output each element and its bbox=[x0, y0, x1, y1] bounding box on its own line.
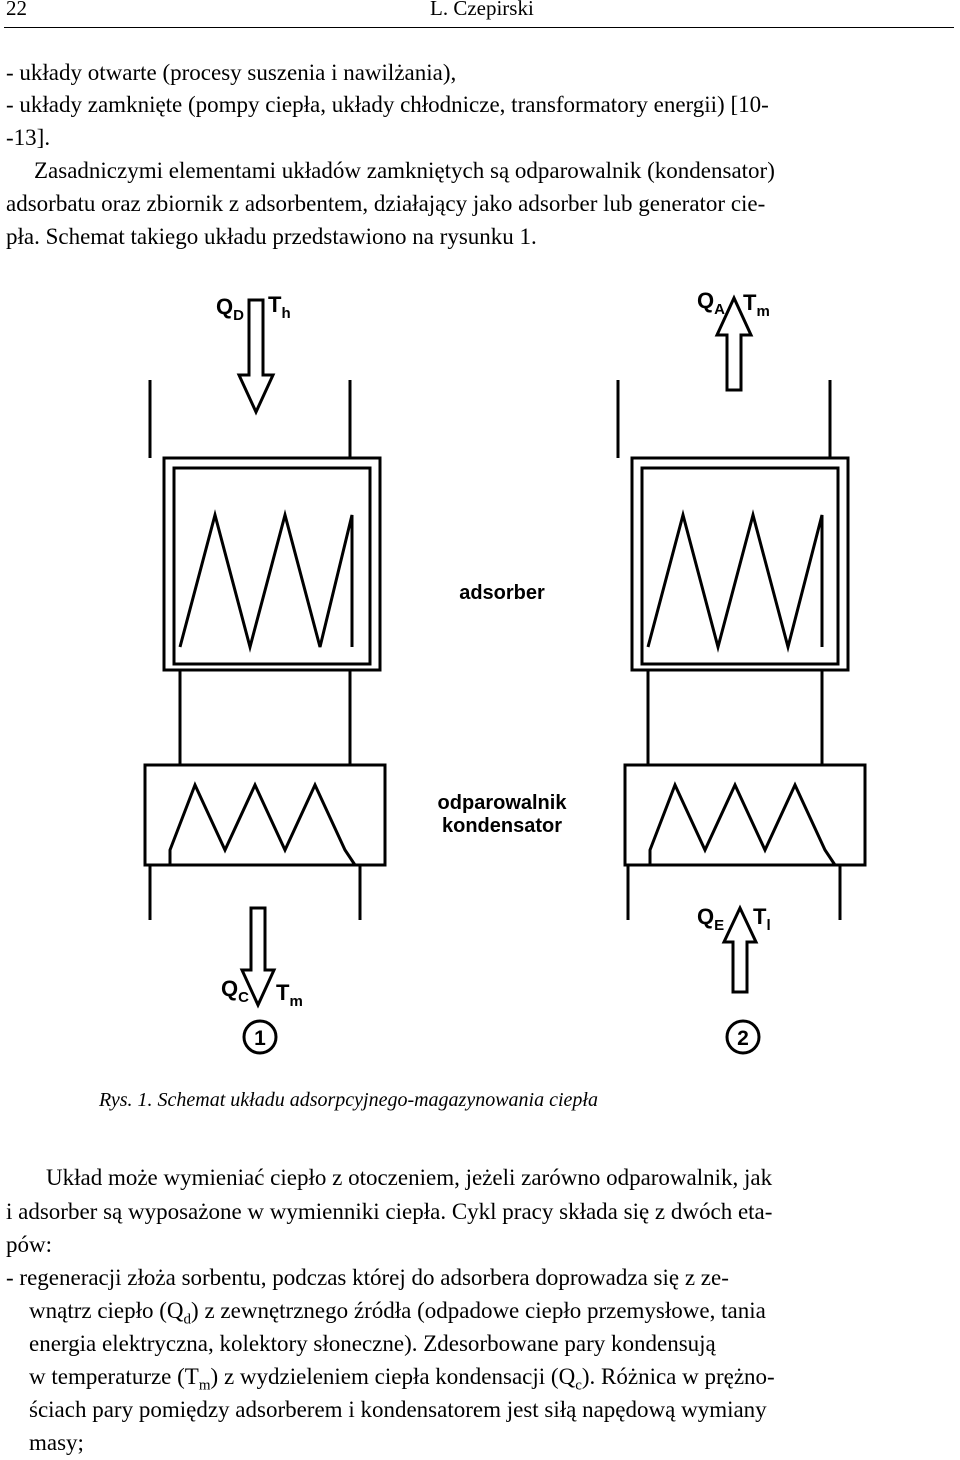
body-line-5a: wnątrz ciepło (Q bbox=[29, 1298, 184, 1323]
left-adsorber-outer bbox=[162, 456, 382, 672]
body-line-7: w temperaturze (Tm) z wydzieleniem ciepł… bbox=[29, 1362, 775, 1401]
header-rule bbox=[4, 27, 954, 28]
right-evaporator-coil bbox=[648, 781, 837, 866]
intro-line-1: - układy otwarte (procesy suszenia i naw… bbox=[6, 60, 457, 85]
evaporator-label: odparowalnik bbox=[438, 792, 568, 814]
intro-line-3: -13]. bbox=[6, 125, 51, 150]
body-line-7b: ) z wydzieleniem ciepła kondensacji (Q bbox=[210, 1364, 576, 1389]
qd-label: QD bbox=[216, 294, 244, 324]
body-line-5-sub: d bbox=[183, 1311, 192, 1328]
heat-in-arrow-left-top bbox=[236, 298, 276, 416]
qa-label: QA bbox=[697, 288, 725, 318]
running-header-author: L. Czepirski bbox=[430, 0, 534, 20]
tm-label-bottom: Tm bbox=[276, 980, 303, 1010]
unit-2-number: 2 bbox=[737, 1027, 749, 1050]
tm-label-top: Tm bbox=[743, 290, 770, 320]
body-line-4: - regeneracji złoża sorbentu, podczas kt… bbox=[6, 1265, 729, 1290]
unit-1-circle bbox=[242, 1019, 278, 1055]
left-evaporator-outer bbox=[143, 763, 387, 867]
heat-out-arrow-right-top bbox=[714, 294, 754, 392]
adsorption-system-diagram: 1 2 QD Th QA Tm adsorber odparowalnik ko… bbox=[143, 288, 867, 1055]
right-adsorber-coil bbox=[646, 509, 824, 653]
right-evaporator-outer bbox=[623, 763, 867, 867]
intro-line-2: - układy zamknięte (pompy ciepła, układy… bbox=[6, 92, 769, 117]
body-line-7-sub2: c bbox=[575, 1377, 582, 1394]
unit-2-circle bbox=[725, 1019, 761, 1055]
left-adsorber-inner bbox=[172, 466, 372, 666]
left-evaporator-coil bbox=[168, 781, 357, 866]
qc-label: QC bbox=[221, 976, 249, 1006]
condenser-label: kondensator bbox=[442, 815, 562, 837]
right-adsorber-outer bbox=[630, 456, 850, 672]
th-label: Th bbox=[268, 292, 291, 322]
adsorber-label: adsorber bbox=[459, 582, 545, 604]
figure-caption: Rys. 1. Schemat układu adsorpcyjnego-mag… bbox=[99, 1089, 598, 1111]
qe-label: QE bbox=[697, 904, 724, 934]
heat-out-arrow-left-bottom bbox=[239, 906, 277, 1009]
body-line-9: masy; bbox=[29, 1430, 84, 1455]
tl-label: Tl bbox=[753, 904, 771, 934]
heat-in-arrow-right-bottom bbox=[721, 904, 759, 994]
unit-1-number: 1 bbox=[254, 1027, 266, 1050]
body-line-1: Układ może wymieniać ciepło z otoczeniem… bbox=[46, 1165, 773, 1190]
body-line-7a: w temperaturze (T bbox=[29, 1364, 199, 1389]
page-number: 22 bbox=[6, 0, 27, 20]
left-adsorber-coil bbox=[178, 509, 354, 653]
body-line-6: energia elektryczna, kolektory słoneczne… bbox=[29, 1331, 716, 1356]
body-line-3: pów: bbox=[6, 1232, 52, 1257]
right-adsorber-inner bbox=[640, 466, 840, 666]
body-line-8: ściach pary pomiędzy adsorberem i konden… bbox=[29, 1397, 767, 1422]
body-line-2: i adsorber są wyposażone w wymienniki ci… bbox=[6, 1199, 773, 1224]
body-line-7-sub: m bbox=[198, 1377, 211, 1394]
body-line-5b: ) z zewnętrznego źródła (odpadowe ciepło… bbox=[191, 1298, 766, 1323]
body-line-7c: ). Różnica w prężno- bbox=[581, 1364, 775, 1389]
body-line-5: wnątrz ciepło (Qd) z zewnętrznego źródła… bbox=[29, 1296, 766, 1335]
intro-line-5: adsorbatu oraz zbiornik z adsorbentem, d… bbox=[6, 191, 766, 216]
intro-line-6: pła. Schemat takiego układu przedstawion… bbox=[6, 224, 537, 249]
intro-line-4: Zasadniczymi elementami układów zamknięt… bbox=[34, 158, 775, 183]
